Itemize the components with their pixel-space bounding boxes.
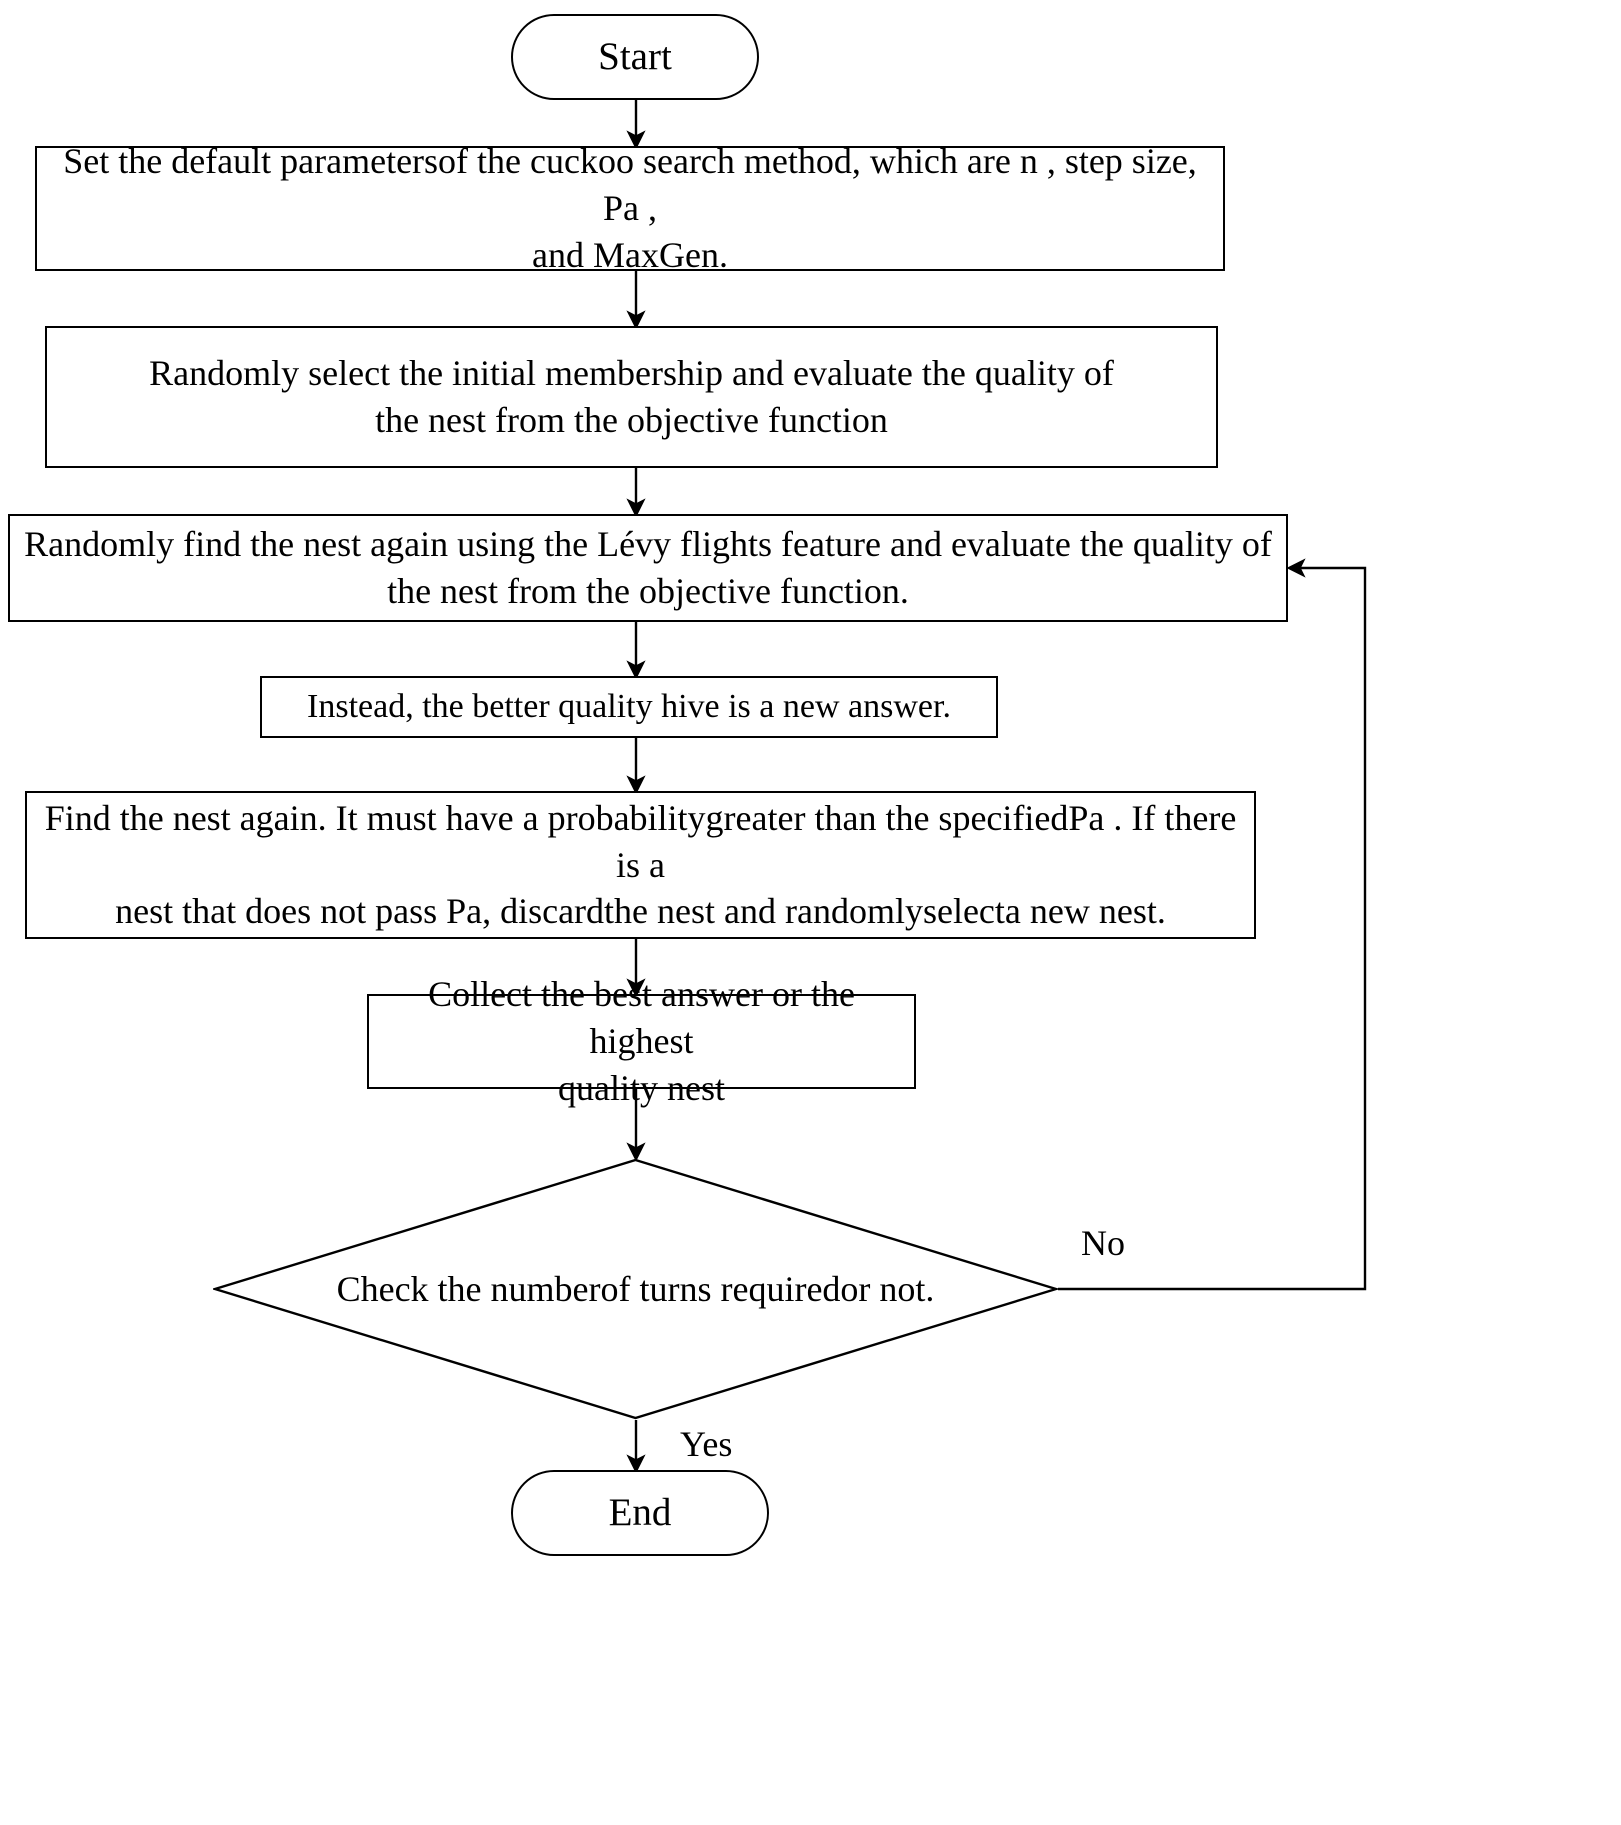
node-check-turns-decision-label: Check the numberof turns requiredor not.	[336, 1269, 935, 1309]
node-levy-flights-find-nest-label: Randomly find the nest again using the L…	[24, 524, 1272, 611]
node-start[interactable]: Start	[511, 14, 759, 100]
edge-label-no: No	[1081, 1223, 1125, 1263]
edge-label-yes: Yes	[680, 1424, 733, 1464]
node-better-quality-hive-new-answer-label: Instead, the better quality hive is a ne…	[307, 687, 951, 725]
node-end[interactable]: End	[511, 1470, 769, 1556]
node-collect-best-answer[interactable]: Collect the best answer or the highest q…	[367, 974, 916, 1108]
node-find-nest-probability-pa[interactable]: Find the nest again. It must have a prob…	[25, 791, 1256, 939]
node-levy-flights-find-nest[interactable]: Randomly find the nest again using the L…	[8, 514, 1288, 622]
node-better-quality-hive-new-answer[interactable]: Instead, the better quality hive is a ne…	[260, 676, 998, 738]
node-randomly-select-initial-membership-label: Randomly select the initial membership a…	[149, 353, 1114, 440]
node-randomly-select-initial-membership[interactable]: Randomly select the initial membership a…	[45, 326, 1218, 468]
node-end-label: End	[608, 1490, 672, 1534]
node-start-label: Start	[598, 34, 672, 78]
decision-diamond-shape	[213, 1158, 1058, 1420]
node-collect-best-answer-label: Collect the best answer or the highest q…	[428, 974, 855, 1108]
node-set-default-parameters[interactable]: Set the default parametersof the cuckoo …	[35, 141, 1225, 275]
node-set-default-parameters-label: Set the default parametersof the cuckoo …	[63, 141, 1197, 275]
node-find-nest-probability-pa-label: Find the nest again. It must have a prob…	[44, 797, 1237, 932]
node-check-turns-decision[interactable]: Check the numberof turns requiredor not.	[213, 1158, 1058, 1420]
node-check-turns-decision-label-wrap: Check the numberof turns requiredor not.	[213, 1158, 1058, 1420]
